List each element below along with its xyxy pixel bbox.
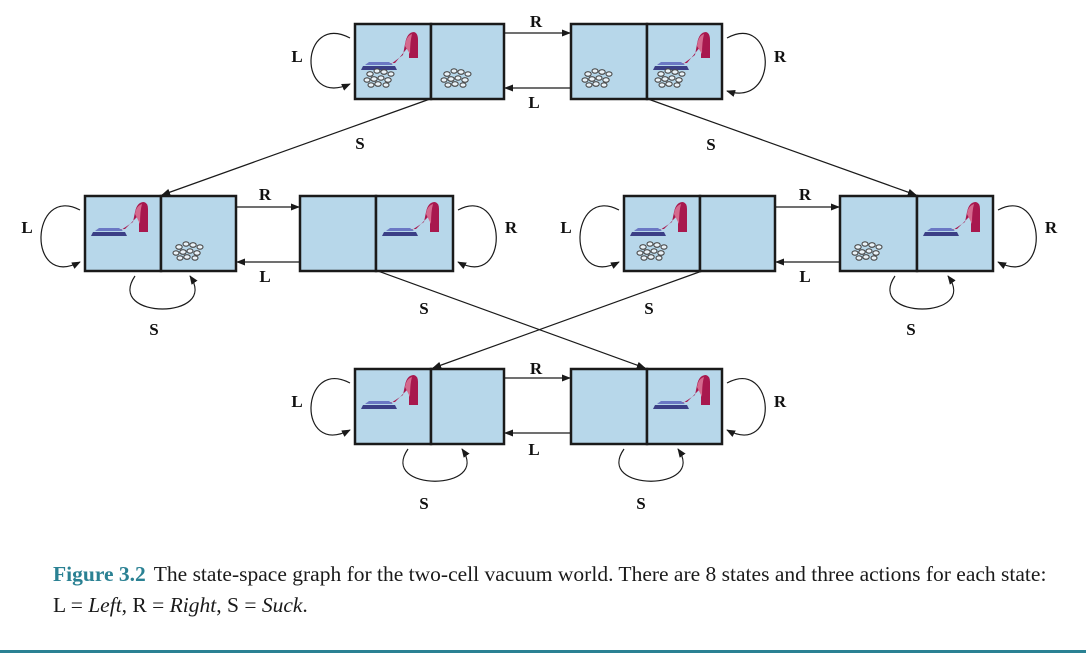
loop-s8-suck bbox=[618, 448, 686, 482]
vacuum-cleaner-icon bbox=[653, 375, 710, 409]
loop-s3-left bbox=[40, 205, 81, 269]
edge-s1-s3-suck bbox=[161, 98, 431, 196]
loop-s6-suck bbox=[889, 275, 956, 310]
vacuum-cleaner-icon bbox=[382, 202, 439, 236]
label-loop-s3-left: L bbox=[21, 218, 32, 237]
loop-s7-suck bbox=[402, 448, 470, 482]
vacuum-cleaner-icon bbox=[91, 202, 148, 236]
state-s5-right-cell bbox=[698, 194, 777, 273]
state-s7 bbox=[353, 367, 506, 446]
loop-s1-left bbox=[310, 32, 351, 91]
label-s5-s6-right: R bbox=[799, 185, 812, 204]
label-s4-s8-suck: S bbox=[419, 299, 428, 318]
caption-left-word: Left bbox=[88, 593, 122, 617]
loop-s5-left bbox=[579, 205, 620, 269]
label-loop-s1-left: L bbox=[291, 47, 302, 66]
dirt-pile-icon bbox=[440, 68, 472, 88]
label-s6-s5-left: L bbox=[799, 267, 810, 286]
edge-s2-s6-suck bbox=[647, 98, 917, 196]
label-loop-s7-suck: S bbox=[419, 494, 428, 513]
label-s2-s6-suck: S bbox=[706, 135, 715, 154]
caption-end: . bbox=[302, 593, 308, 617]
caption-right-word: Right bbox=[169, 593, 217, 617]
label-loop-s8-suck: S bbox=[636, 494, 645, 513]
caption-sep-2: , S = bbox=[216, 593, 262, 617]
label-loop-s8-right: R bbox=[774, 392, 787, 411]
loop-s3-suck bbox=[129, 275, 198, 310]
caption-suck-word: Suck bbox=[261, 593, 303, 617]
dirt-pile-icon bbox=[654, 68, 686, 88]
state-s1-left-cell bbox=[353, 22, 433, 101]
loop-s8-right bbox=[726, 378, 766, 437]
state-s1-right-cell bbox=[429, 22, 506, 101]
state-s5 bbox=[622, 194, 777, 273]
dirt-pile-icon bbox=[363, 68, 395, 88]
state-s6-left-cell bbox=[838, 194, 919, 273]
state-s3-right-cell bbox=[159, 194, 238, 273]
label-loop-s5-left: L bbox=[560, 218, 571, 237]
state-s2 bbox=[569, 22, 724, 101]
label-s4-s3-left: L bbox=[259, 267, 270, 286]
label-s8-s7-left: L bbox=[528, 440, 539, 459]
label-loop-s7-left: L bbox=[291, 392, 302, 411]
state-space-graph: R L L R S S R L L R S S R L L R S S R L … bbox=[21, 12, 1058, 513]
dirt-pile-icon bbox=[581, 68, 613, 88]
vacuum-cleaner-icon bbox=[361, 32, 418, 70]
loop-s2-right bbox=[726, 32, 766, 97]
edge-s4-s8-suck bbox=[377, 270, 646, 369]
state-s2-right-cell bbox=[645, 22, 724, 101]
bottom-rule bbox=[0, 650, 1086, 653]
label-loop-s6-suck: S bbox=[906, 320, 915, 339]
label-s1-s3-suck: S bbox=[355, 134, 364, 153]
state-s2-left-cell bbox=[569, 22, 649, 101]
vacuum-cleaner-icon bbox=[361, 375, 418, 409]
figure-label: Figure 3.2 bbox=[53, 562, 146, 586]
label-loop-s2-right: R bbox=[774, 47, 787, 66]
caption-sep-1: , R = bbox=[121, 593, 170, 617]
state-s4-left-cell bbox=[298, 194, 378, 273]
state-s1 bbox=[353, 22, 506, 101]
label-s7-s8-right: R bbox=[530, 359, 543, 378]
label-loop-s3-suck: S bbox=[149, 320, 158, 339]
label-s5-s7-suck: S bbox=[644, 299, 653, 318]
caption-text: The state-space graph for the two-cell v… bbox=[53, 562, 1047, 617]
dirt-pile-icon bbox=[172, 241, 204, 261]
label-s3-s4-right: R bbox=[259, 185, 272, 204]
loop-s6-right bbox=[997, 205, 1037, 269]
vacuum-cleaner-icon bbox=[653, 32, 710, 70]
edge-s5-s7-suck bbox=[432, 270, 703, 369]
state-s6 bbox=[838, 194, 995, 273]
label-loop-s6-right: R bbox=[1045, 218, 1058, 237]
vacuum-cleaner-icon bbox=[923, 202, 980, 236]
label-s1-s2-right: R bbox=[530, 12, 543, 31]
loop-s7-left bbox=[310, 378, 351, 437]
dirt-pile-icon bbox=[851, 241, 883, 261]
dirt-pile-icon bbox=[636, 241, 668, 261]
state-s7-right-cell bbox=[429, 367, 506, 446]
state-s8-left-cell bbox=[569, 367, 649, 446]
label-loop-s4-right: R bbox=[505, 218, 518, 237]
vacuum-cleaner-icon bbox=[630, 202, 687, 236]
loop-s4-right bbox=[457, 205, 497, 269]
label-s2-s1-left: L bbox=[528, 93, 539, 112]
